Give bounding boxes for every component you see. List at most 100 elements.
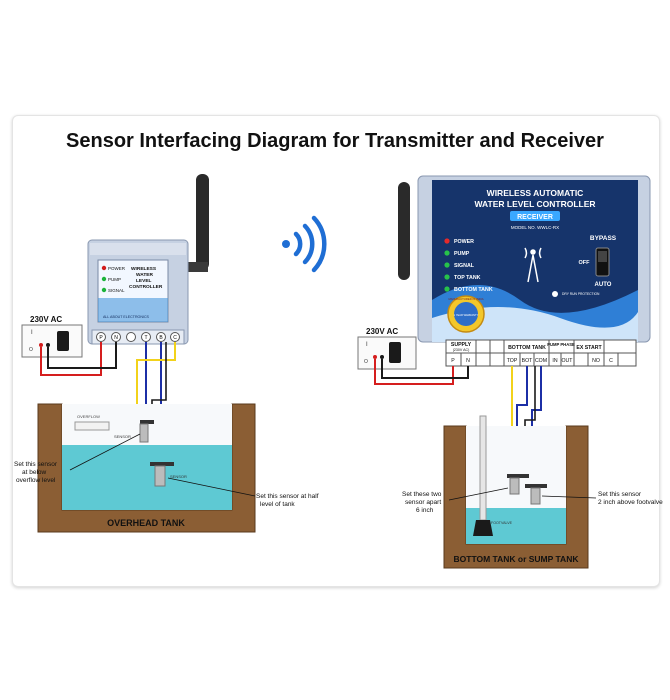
sump-ann-left-line3: 6 inch	[416, 507, 434, 514]
led-signal	[101, 287, 107, 293]
rocker-left	[57, 331, 69, 351]
sump-ann-right-line2: 2 inch above footvalve	[598, 499, 663, 506]
switch-left-off-mark: O	[29, 347, 33, 353]
suction-pipe	[479, 415, 487, 521]
sensor-top-tag: SENSOR	[114, 434, 131, 439]
rx-led-signal	[444, 262, 450, 268]
rx-led-label-bottom-tank: BOTTOM TANK	[454, 287, 493, 293]
antenna-base	[188, 262, 208, 272]
rx-pump-phase-header: PUMP PHASE	[547, 342, 575, 347]
rx-term-com: COM	[535, 358, 547, 364]
switch-left-on-mark: I	[31, 330, 33, 336]
sump-arrow-right	[541, 495, 597, 499]
ann-left-line1: Set this sensor	[14, 461, 58, 468]
receiver-antenna	[398, 182, 410, 280]
rx-ex-start-header: EX START	[576, 345, 602, 351]
rx-dry-run: DRY RUN PROTECTION	[562, 292, 600, 296]
tx-label-line3: LEVEL	[136, 278, 152, 284]
rx-led-power	[444, 238, 450, 244]
wire-black-right	[381, 359, 469, 379]
led-pump	[101, 276, 107, 282]
tx-brand: ALL ABOUT ELECTRONICS	[103, 315, 150, 319]
rx-sensor-bracket-2	[525, 484, 547, 488]
ac-switch-right: 230V AC I O	[357, 327, 417, 370]
rx-led-top-tank	[444, 274, 450, 280]
tx-term-b: B	[159, 335, 163, 341]
rx-dry-run-dot	[552, 291, 558, 297]
rx-term-p: P	[451, 358, 455, 364]
tx-label-line4: CONTROLLER	[129, 284, 163, 290]
overflow-pipe	[74, 421, 110, 431]
tx-term-p: P	[99, 335, 103, 341]
rx-term-out: OUT	[562, 358, 574, 364]
rx-off-label: OFF	[579, 260, 591, 266]
rx-seal-inner	[454, 302, 478, 326]
ann-right-line1: Set this sensor at half	[256, 493, 319, 500]
enclosure-lid	[90, 243, 186, 255]
rx-model: MODEL NO. WWLC-RX	[511, 225, 559, 230]
rx-supply-label: SUPPLY	[451, 342, 472, 348]
tx-led-label-pump: PUMP	[108, 277, 121, 282]
overhead-tank: OVERFLOW SENSOR SENSOR OVERHEAD TANK	[37, 403, 256, 533]
footvalve	[473, 520, 493, 536]
arrow-right-annotation	[167, 477, 256, 497]
rx-led-label-pump: PUMP	[454, 251, 470, 257]
tx-term-c: C	[173, 335, 177, 341]
ann-left-line3: overflow level	[16, 477, 56, 484]
sensor-bottom-bracket	[150, 462, 174, 466]
bypass-switch-rocker	[598, 251, 607, 262]
transmitter-antenna	[196, 174, 209, 270]
sump-ann-left-line2: sensor apart	[405, 499, 441, 506]
tx-terminals: P N T B C	[96, 332, 180, 342]
ann-right-line2: level of tank	[260, 501, 295, 508]
overflow-pipe-label: OVERFLOW	[77, 414, 100, 419]
sensor-top-bracket	[140, 420, 154, 424]
rx-seal-text: MANUFACTURED IN INDIA	[448, 297, 483, 301]
arrow-left-annotation	[69, 433, 141, 471]
rx-term-c: C	[609, 358, 613, 364]
switch-right-on-mark: I	[366, 342, 368, 348]
sump-ann-left-line1: Set these two	[402, 491, 442, 498]
ac-label-left: 230V AC	[30, 315, 62, 324]
sump-arrow-left	[448, 487, 509, 501]
rx-bottom-tank-header: BOTTOM TANK	[508, 345, 546, 351]
rx-led-bottom-tank	[444, 286, 450, 292]
rx-term-bot: BOT	[522, 358, 533, 364]
rx-supply-sub: (230V AC)	[453, 348, 470, 352]
switch-plate-left	[21, 324, 83, 358]
transmitter-unit: POWER PUMP SIGNAL WIRELESS WATER LEVEL C…	[87, 174, 209, 345]
tx-led-label-power: POWER	[108, 266, 126, 271]
tower-signal-icon	[524, 247, 542, 283]
switch-right-terminal-n	[380, 355, 384, 359]
panel-wave	[98, 298, 168, 322]
rx-terminal-block: SUPPLY (230V AC) P N BOTTOM TANK TOP BOT…	[445, 339, 637, 367]
ann-left-line2: at below	[22, 469, 47, 476]
sump-tank: FOOTVALVE BOTTOM TANK or SUMP TANK	[443, 415, 589, 569]
tx-term-t: T	[144, 335, 147, 341]
rx-sensor-bracket-1	[507, 474, 529, 478]
rx-auto-label: AUTO	[595, 282, 612, 288]
rx-badge: RECEIVER	[517, 214, 553, 221]
sensor-top	[139, 423, 149, 443]
led-power	[101, 265, 107, 271]
wire-red-left	[40, 342, 102, 376]
tx-label-line1: WIRELESS	[131, 266, 157, 272]
switch-right-off-mark: O	[364, 359, 368, 365]
tx-label-line2: WATER	[136, 272, 154, 278]
sump-tank-label: BOTTOM TANK or SUMP TANK	[454, 554, 580, 564]
rocker-right	[389, 342, 401, 363]
rx-title-line1: WIRELESS AUTOMATIC	[487, 188, 584, 198]
switch-plate-right	[357, 336, 417, 370]
switch-left-terminal-l	[39, 343, 43, 347]
rx-led-label-power: POWER	[454, 239, 474, 245]
diagram-title: Sensor Interfacing Diagram for Transmitt…	[66, 130, 604, 152]
rx-seal-sub: 1 YEAR WARRANTY	[454, 313, 479, 317]
rx-led-label-signal: SIGNAL	[454, 263, 475, 269]
wireless-signal-icon	[282, 215, 327, 273]
rx-sensor-1	[509, 477, 520, 495]
sump-ann-right-line1: Set this sensor	[598, 491, 642, 498]
tx-led-label-signal: SIGNAL	[108, 288, 125, 293]
tx-term-n: N	[114, 335, 118, 341]
overhead-water	[62, 445, 232, 510]
